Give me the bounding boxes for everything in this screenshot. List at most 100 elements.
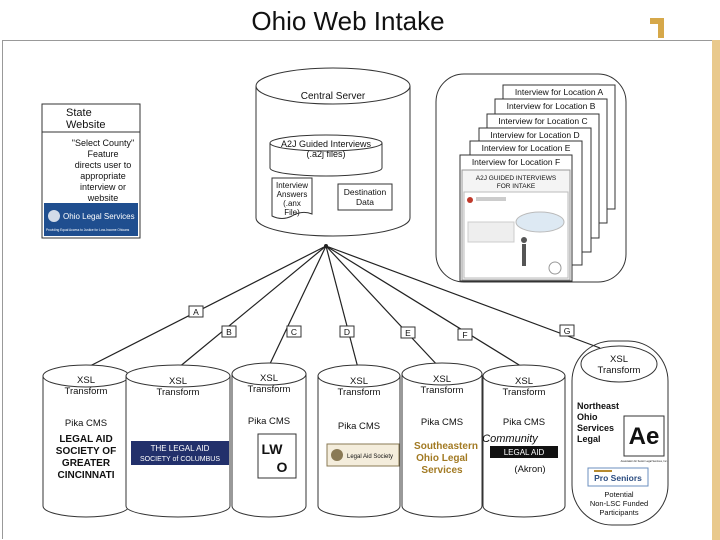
org-southeastern-line-2: Ohio Legal — [416, 453, 468, 464]
ae-logo-caption: Association for Senior Legal Services, I… — [621, 460, 668, 463]
state-website-desc-4: appropriate — [80, 171, 126, 181]
xsl-transform-line-2: Transform — [598, 365, 641, 376]
branch-letters: A B C D E F G — [188, 305, 575, 341]
destination-line-2: Data — [356, 197, 374, 207]
northeast-line-3: Services — [577, 423, 614, 433]
northeast-footer-line-3: Participants — [599, 508, 638, 517]
xsl-transform-line-2: Transform — [248, 384, 291, 395]
answers-line-4: File) — [284, 208, 300, 217]
org-lwo-line-2: O — [277, 459, 288, 475]
ae-logo-text: Ae — [629, 423, 660, 450]
cms-cylinder-cincinnati: XSL Transform Pika CMS LEGAL AID SOCIETY… — [42, 364, 130, 518]
northeast-footer-line-1: Potential — [604, 490, 634, 499]
interview-location-b: Interview for Location B — [507, 101, 596, 111]
xsl-transform-line-1: XSL — [610, 354, 628, 365]
state-website-title-2: Website — [66, 119, 106, 131]
branch-letter-d: D — [344, 327, 350, 337]
branch-letter-g: G — [564, 326, 571, 336]
central-server: Central Server A2J Guided Interviews (.a… — [255, 67, 411, 237]
destination-line-1: Destination — [344, 187, 387, 197]
xsl-transform-line-1: XSL — [350, 376, 368, 387]
state-website-desc-6: website — [87, 193, 119, 203]
pika-cms-label: Pika CMS — [421, 417, 463, 428]
org-columbus-line-2: SOCIETY of COLUMBUS — [140, 456, 220, 463]
answers-line-2: Answers — [277, 190, 308, 199]
state-website-desc-5: interview or — [80, 182, 126, 192]
northeast-line-2: Ohio — [577, 412, 598, 422]
xsl-transform-line-1: XSL — [77, 375, 95, 386]
org-akron-line-2: LEGAL AID — [504, 448, 545, 457]
xsl-transform-line-1: XSL — [169, 376, 187, 387]
state-website-box: State Website "Select County" Feature di… — [41, 103, 141, 239]
org-lwo-line-1: LW — [262, 441, 284, 457]
interview-location-d: Interview for Location D — [490, 130, 579, 140]
ae-logo: Ae Association for Senior Legal Services… — [621, 415, 668, 463]
diagram-panel — [2, 40, 719, 539]
state-website-desc-2: Feature — [87, 149, 118, 159]
org-akron-line-3: (Akron) — [514, 464, 545, 475]
pika-cms-label: Pika CMS — [248, 416, 290, 427]
gold-side-bar — [712, 40, 720, 540]
state-website-title-1: State — [66, 107, 92, 119]
a2j-screen-thumbnail: A2J GUIDED INTERVIEWS FOR INTAKE — [461, 169, 571, 281]
cms-cylinder-lwo: XSL Transform Pika CMS LW O — [231, 362, 307, 518]
org-akron-line-1: Community — [482, 433, 539, 445]
branch-letter-c: C — [291, 327, 297, 337]
xsl-transform-line-1: XSL — [260, 373, 278, 384]
state-website-desc-1: "Select County" — [72, 138, 134, 148]
org-legal-aid-society-line-1: Legal Aid Society — [347, 454, 393, 460]
pika-cms-label: Pika CMS — [338, 421, 380, 432]
guided-interviews-line-1: A2J Guided Interviews — [281, 139, 372, 149]
columbus-logo: THE LEGAL AID SOCIETY of COLUMBUS — [131, 441, 229, 465]
northeast-ohio-group: XSL Transform Northeast Ohio Services Le… — [571, 340, 669, 526]
central-server-label: Central Server — [301, 91, 366, 102]
branch-letter-e: E — [405, 328, 411, 338]
cms-cylinder-akron: XSL Transform Pika CMS Community LEGAL A… — [482, 364, 566, 518]
interview-location-f: Interview for Location F — [472, 157, 560, 167]
northeast-footer-line-2: Non-LSC Funded — [590, 499, 648, 508]
xsl-transform-line-1: XSL — [433, 374, 451, 385]
lwo-logo: LW O — [257, 433, 297, 479]
interview-location-a: Interview for Location A — [515, 87, 604, 97]
cms-cylinder-legal-aid-society: XSL Transform Pika CMS Legal Aid Society — [317, 364, 401, 518]
northeast-line-1: Northeast — [577, 401, 619, 411]
ols-logo-text: Ohio Legal Services — [63, 212, 135, 221]
xsl-transform-line-2: Transform — [157, 387, 200, 398]
xsl-transform-line-2: Transform — [421, 385, 464, 396]
cms-cylinder-southeastern: XSL Transform Pika CMS Southeastern Ohio… — [401, 362, 483, 518]
destination-data-box: Destination Data — [337, 183, 393, 211]
org-cincinnati-line-1: LEGAL AID — [59, 434, 112, 445]
a2j-front-line-2: FOR INTAKE — [497, 183, 536, 190]
ohio-legal-services-logo: Ohio Legal Services Providing Equal Acce… — [44, 203, 138, 236]
corner-accent — [650, 18, 664, 38]
guided-interviews-line-2: (.a2j files) — [306, 149, 345, 159]
interview-answers-doc: Interview Answers (.anx File) — [271, 177, 313, 219]
pro-seniors-logo: Pro Seniors — [587, 467, 649, 487]
ols-logo-tagline: Providing Equal Access to Justice for Lo… — [46, 228, 130, 232]
xsl-transform-line-2: Transform — [338, 387, 381, 398]
cms-cylinder-columbus: XSL Transform THE LEGAL AID SOCIETY of C… — [125, 364, 231, 518]
legal-aid-society-logo: Legal Aid Society — [326, 443, 400, 467]
org-cincinnati-line-2: SOCIETY OF — [56, 446, 116, 457]
xsl-transform-line-2: Transform — [65, 386, 108, 397]
xsl-transform-line-1: XSL — [515, 376, 533, 387]
interview-location-c: Interview for Location C — [498, 116, 587, 126]
northeast-line-4: Legal — [577, 434, 601, 444]
pro-seniors-text: Pro Seniors — [594, 473, 642, 483]
state-website-desc-3: directs user to — [75, 160, 132, 170]
branch-letter-a: A — [193, 307, 199, 317]
org-cincinnati-line-3: GREATER — [62, 458, 111, 469]
org-cincinnati-line-4: CINCINNATI — [57, 470, 114, 481]
slide-title: Ohio Web Intake — [251, 6, 445, 36]
interview-location-e: Interview for Location E — [482, 143, 571, 153]
pika-cms-label: Pika CMS — [503, 417, 545, 428]
a2j-front-line-1: A2J GUIDED INTERVIEWS — [476, 175, 557, 182]
guided-interviews-db: A2J Guided Interviews (.a2j files) — [269, 134, 383, 177]
answers-line-3: (.anx — [283, 199, 301, 208]
answers-line-1: Interview — [276, 181, 308, 190]
branch-letter-b: B — [226, 327, 232, 337]
pika-cms-label: Pika CMS — [65, 418, 107, 429]
branch-letter-f: F — [462, 330, 467, 340]
interview-stack: Interview for Location A Interview for L… — [435, 73, 627, 283]
